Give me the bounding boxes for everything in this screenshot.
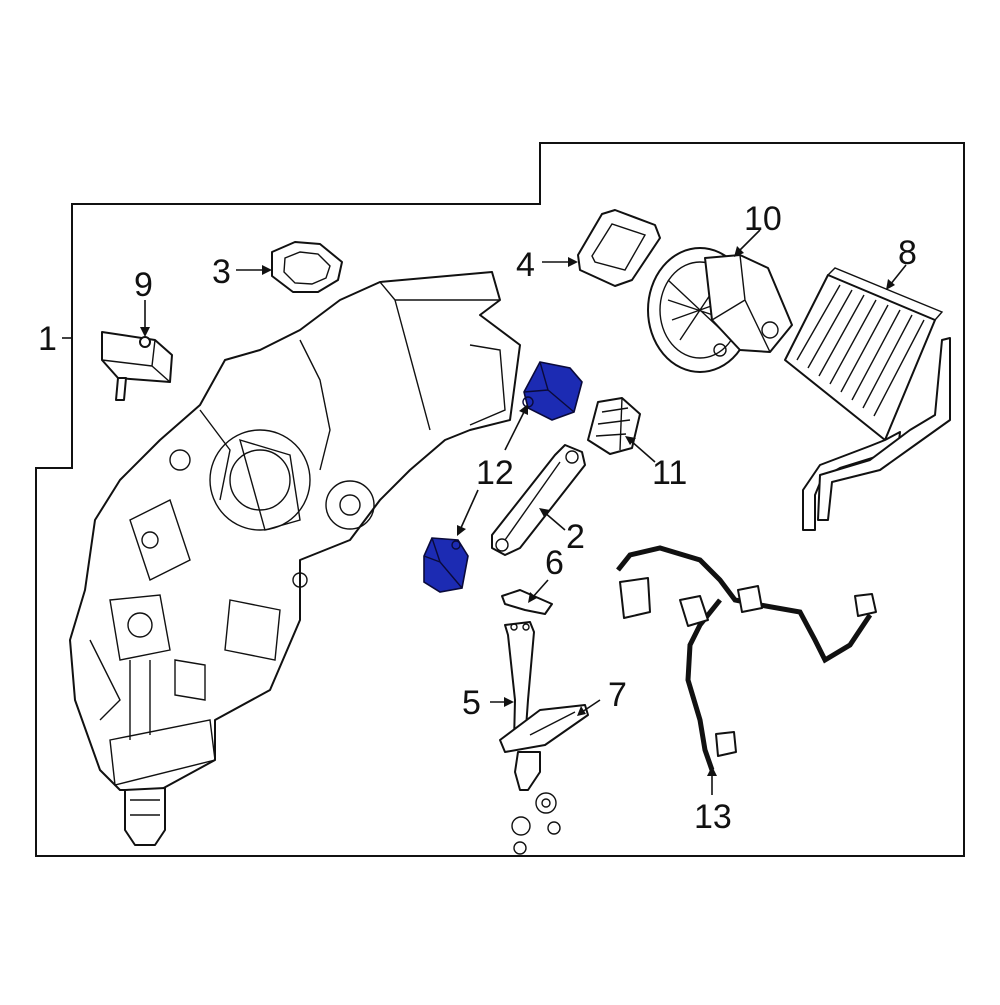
actuator-part [522, 361, 583, 421]
callout-10: 10 [744, 200, 782, 238]
callout-12: 12 [476, 454, 514, 492]
blower-resistor-part [587, 397, 641, 455]
actuator-part [423, 537, 469, 593]
callout-11: 11 [652, 454, 688, 492]
blower-motor-part [647, 247, 793, 373]
clip-part [501, 589, 553, 615]
callout-2: 2 [566, 518, 585, 556]
hvac-housing-part [69, 271, 521, 846]
leader-lines [62, 229, 907, 795]
link-arm-part [491, 444, 586, 556]
callout-1: 1 [38, 320, 57, 358]
expansion-valve-part [101, 331, 173, 401]
callout-4: 4 [516, 246, 535, 284]
manifold-plate-part [499, 704, 589, 855]
callout-8: 8 [898, 234, 917, 272]
callout-6: 6 [545, 544, 564, 582]
heater-core-part [784, 267, 951, 531]
callout-5: 5 [462, 684, 481, 722]
callout-13: 13 [694, 798, 732, 836]
seal-part [577, 209, 661, 287]
assembly-border [35, 142, 965, 857]
seal-part [271, 241, 343, 293]
wire-harness-part [616, 545, 877, 771]
callout-3: 3 [212, 253, 231, 291]
callout-7: 7 [608, 676, 627, 714]
callout-9: 9 [134, 266, 153, 304]
